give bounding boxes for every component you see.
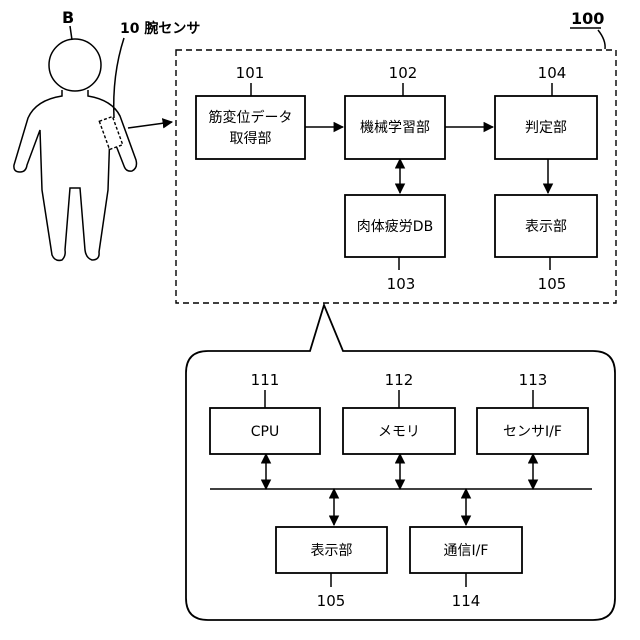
ref-114: 114	[452, 592, 481, 610]
person-figure	[14, 39, 137, 260]
hw-sensor-if: センサI/F 113	[477, 371, 588, 454]
ref-112: 112	[385, 371, 414, 389]
hw-comm-if: 通信I/F 114	[410, 527, 522, 610]
ref-102: 102	[389, 64, 418, 82]
system-ref: 100	[571, 9, 604, 28]
system-ref-leader	[598, 30, 605, 49]
ref-104: 104	[538, 64, 567, 82]
sensor-label-leader	[114, 38, 124, 118]
svg-text:表示部: 表示部	[311, 543, 353, 559]
svg-text:センサI/F: センサI/F	[503, 424, 562, 440]
svg-text:判定部: 判定部	[525, 120, 567, 136]
hw-cpu: CPU 111	[210, 371, 320, 454]
arrow-sensor-to-system	[128, 122, 172, 128]
ref-105-top: 105	[538, 275, 567, 293]
ref-105-bottom: 105	[317, 592, 346, 610]
block-muscle-data-acquisition: 筋変位データ 取得部 101	[196, 64, 305, 159]
block-display: 表示部 105	[495, 195, 597, 293]
svg-text:肉体疲労DB: 肉体疲労DB	[357, 218, 433, 235]
hw-display: 表示部 105	[276, 527, 387, 610]
hw-memory: メモリ 112	[343, 371, 455, 454]
svg-text:機械学習部: 機械学習部	[360, 120, 430, 136]
ref-111: 111	[251, 371, 280, 389]
svg-text:メモリ: メモリ	[378, 424, 420, 440]
arm-sensor	[99, 117, 122, 150]
block-physical-fatigue-db: 肉体疲労DB 103	[345, 195, 445, 293]
ref-103: 103	[387, 275, 416, 293]
svg-text:CPU: CPU	[251, 424, 279, 440]
block-judgment: 判定部 104	[495, 64, 597, 159]
svg-text:通信I/F: 通信I/F	[444, 543, 489, 559]
svg-text:表示部: 表示部	[525, 219, 567, 235]
svg-text:取得部: 取得部	[230, 130, 272, 147]
block-machine-learning: 機械学習部 102	[345, 64, 445, 159]
sensor-label: 10 腕センサ	[120, 20, 200, 37]
person-label: B	[62, 8, 74, 27]
ref-101: 101	[236, 64, 265, 82]
svg-text:筋変位データ: 筋変位データ	[209, 109, 293, 126]
ref-113: 113	[519, 371, 548, 389]
person-label-leader	[70, 26, 72, 40]
